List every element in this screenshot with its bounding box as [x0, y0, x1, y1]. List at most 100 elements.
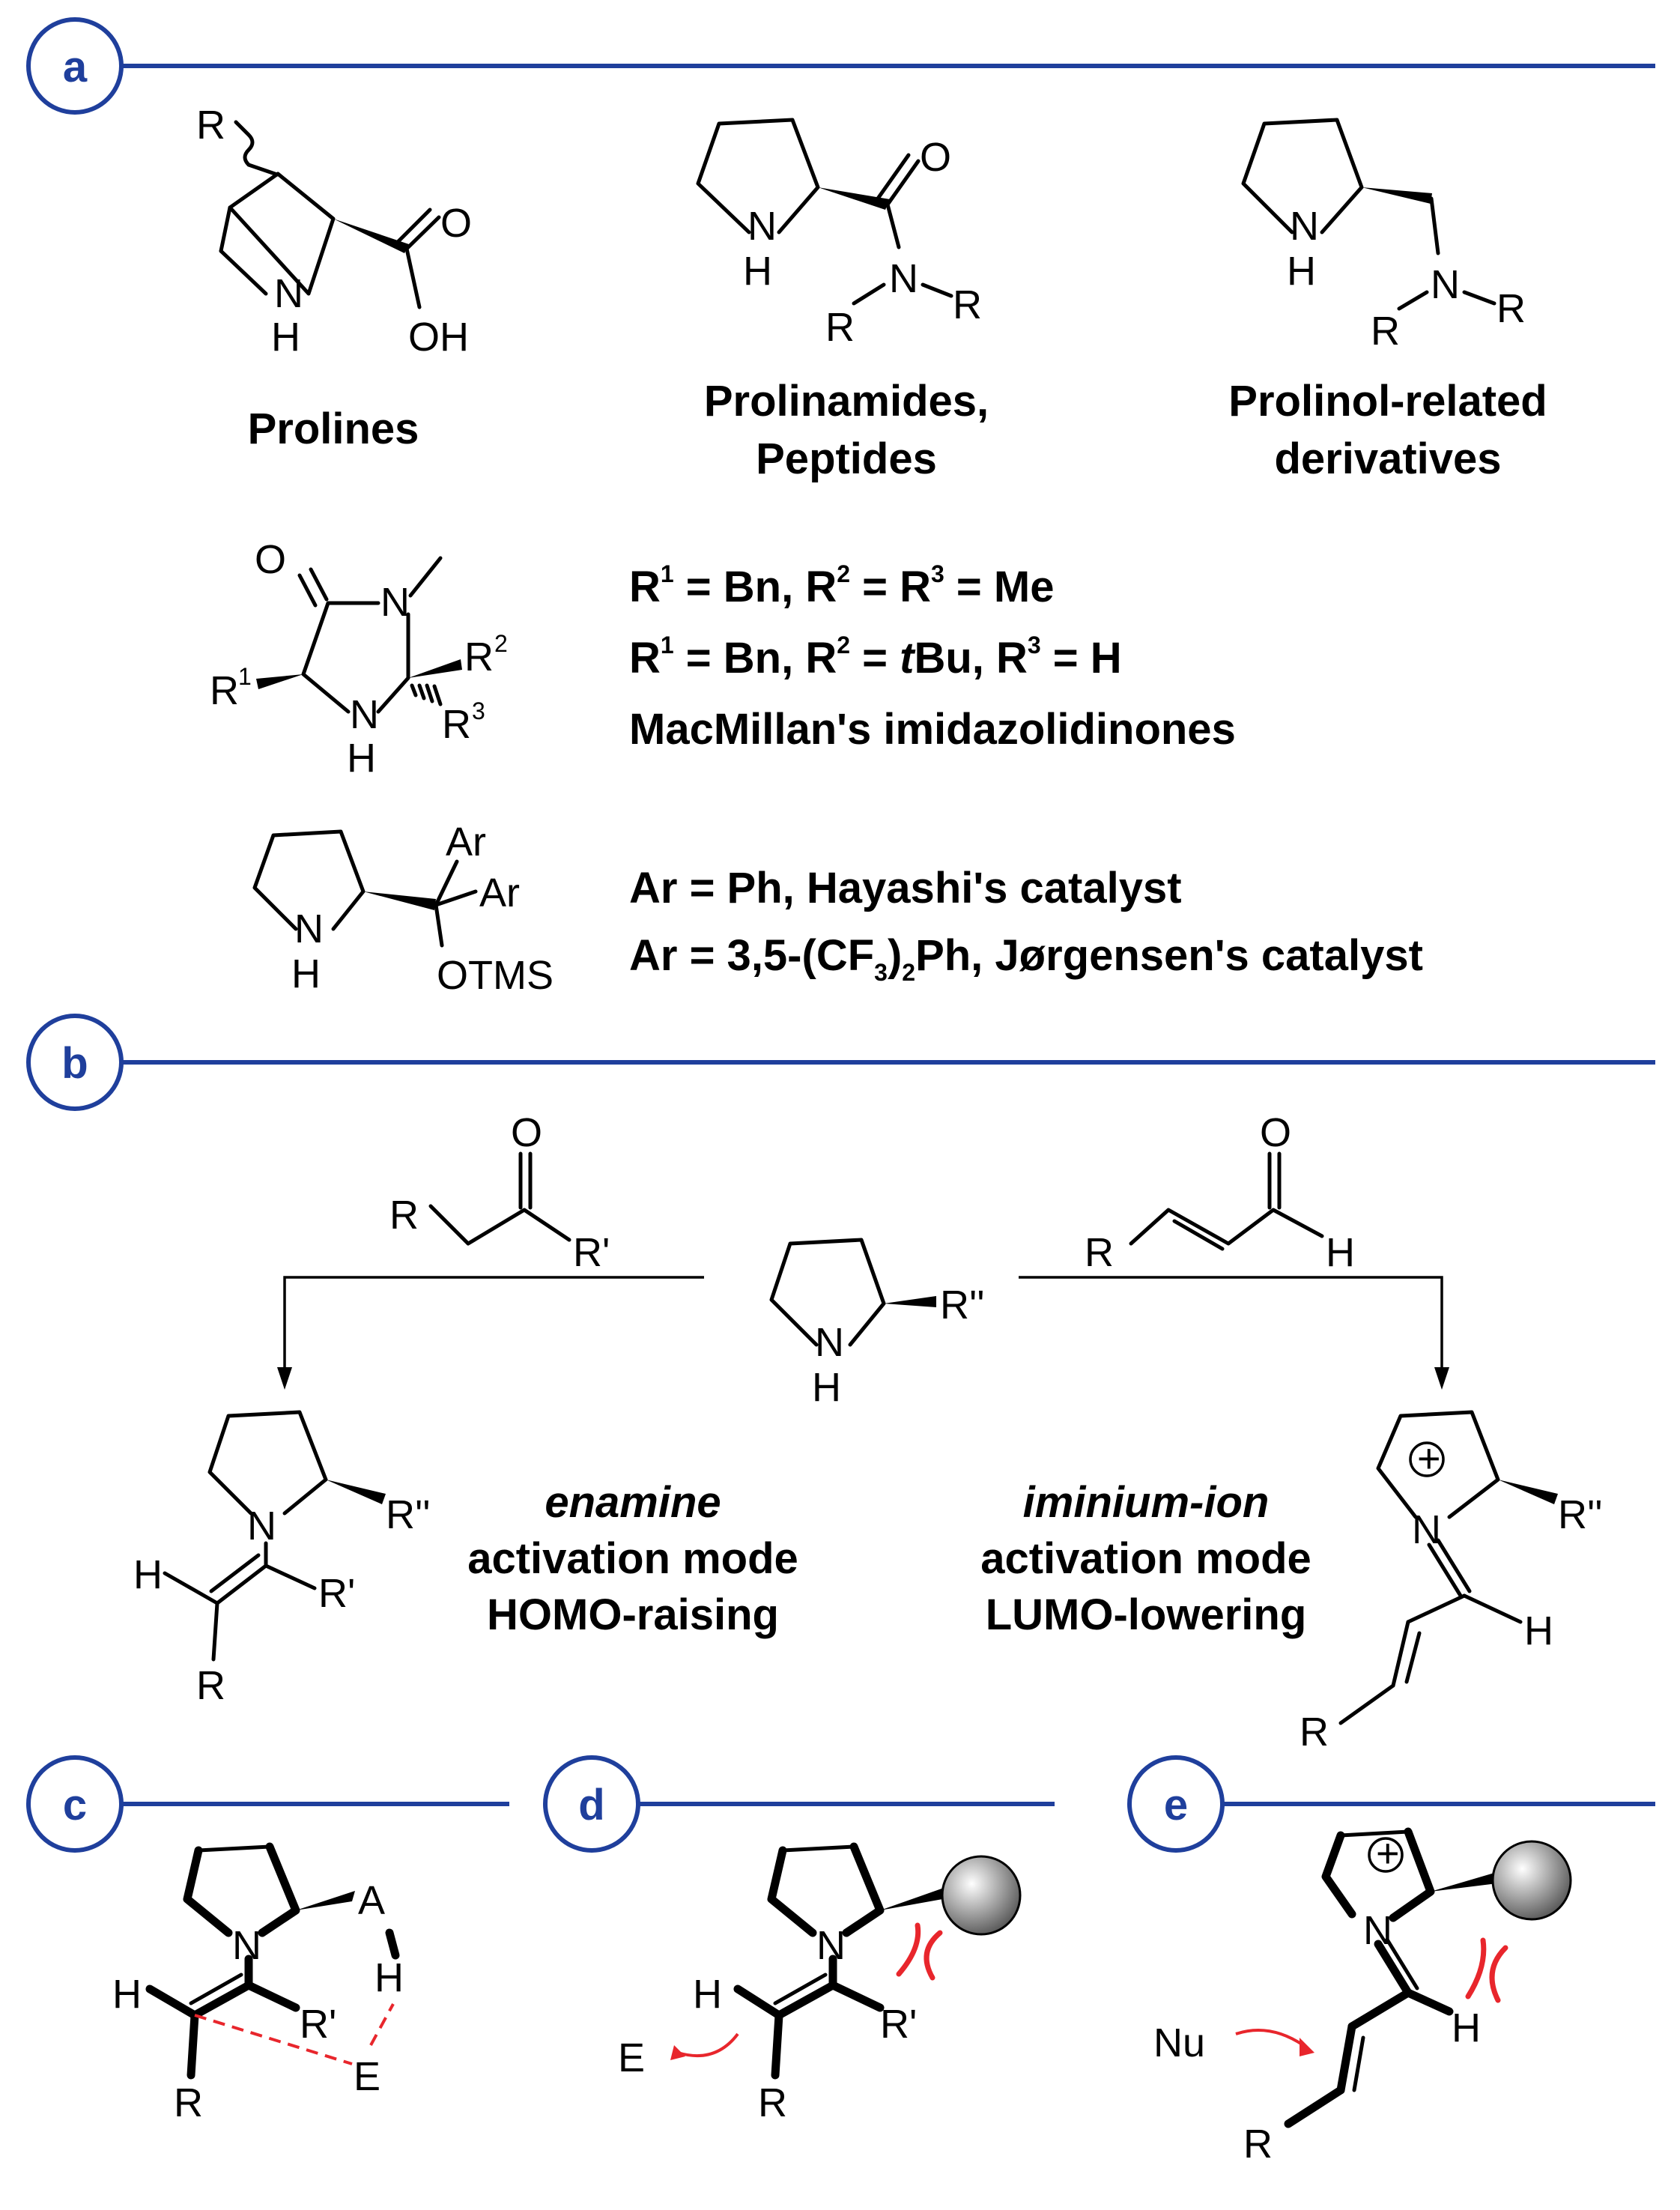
- macmillan-line-2: R1 = Bn, R2 = tBu, R3 = H: [629, 632, 1122, 682]
- enamine-caption-3: HOMO-raising: [487, 1590, 779, 1639]
- panel-e-transition-state: + N H Nu R: [1153, 1827, 1572, 2167]
- ts-c-n: N: [232, 1923, 261, 1968]
- arrow-head-enamine: [277, 1367, 292, 1390]
- panel-e-badge-circle: [1127, 1755, 1225, 1853]
- panel-e-badge: e: [1164, 1781, 1188, 1829]
- iminium-h: H: [1524, 1608, 1553, 1653]
- prolinol-r1: R: [1496, 286, 1526, 331]
- macmillan-line-1: R1 = Bn, R2 = R3 = Me: [629, 560, 1054, 611]
- prolines-caption: Prolines: [248, 405, 419, 453]
- imid-r3: R: [442, 702, 471, 747]
- prolinamides-caption-1: Prolinamides,: [704, 377, 989, 426]
- ts-d-e: E: [618, 2035, 645, 2080]
- reaction-arrows: [277, 1276, 1449, 1390]
- proline-o: O: [440, 201, 472, 246]
- enamine-rpp: R'': [386, 1492, 431, 1537]
- imid-h: H: [347, 736, 376, 781]
- hay-ar2: Ar: [479, 871, 520, 915]
- ts-e-r: R: [1243, 2122, 1273, 2167]
- iminium-charge-circle: [1409, 1441, 1445, 1477]
- iminium-caption: iminium-ion activation mode LUMO-lowerin…: [980, 1478, 1311, 1639]
- steric-bulk-sphere-d: [941, 1855, 1022, 1936]
- panel-a-badge-circle: [26, 17, 124, 115]
- iminium-plus: +: [1417, 1436, 1441, 1481]
- enal-reagent: R O H: [1085, 1110, 1355, 1275]
- proline-r: R: [196, 103, 225, 148]
- steric-clash-d-2: [924, 1930, 943, 1981]
- ts-c-h-acid: H: [374, 1955, 404, 2000]
- prolinol-caption-2: derivatives: [1274, 435, 1501, 483]
- arrow-to-iminium: [1019, 1276, 1443, 1371]
- panel-c-badge: c: [63, 1781, 87, 1829]
- prolinol-r2: R: [1371, 309, 1400, 354]
- imid-r1: R: [210, 668, 239, 713]
- electrophile-arrow: [677, 2032, 739, 2058]
- hay-otms: OTMS: [437, 953, 554, 998]
- panel-b-badge-circle: [26, 1014, 124, 1111]
- jorgensen-line: Ar = 3,5-(CF3)2Ph, Jørgensen's catalyst: [629, 931, 1423, 986]
- imid-o: O: [255, 537, 286, 582]
- proline-structure: R N H O OH Prolines: [196, 103, 472, 453]
- prolinol-structure: N H N R R Prolinol-related derivatives: [1228, 118, 1547, 483]
- ts-e-plus: +: [1376, 1831, 1400, 1876]
- ts-d-rp: R': [880, 2002, 917, 2047]
- prolinamide-amide-n: N: [889, 256, 918, 301]
- steric-clash-e-1: [1465, 1937, 1487, 1999]
- catalyst-h: H: [812, 1365, 841, 1410]
- catalyst-rpp: R'': [940, 1283, 985, 1327]
- iminium-r: R: [1300, 1710, 1329, 1755]
- enal-r: R: [1085, 1230, 1114, 1275]
- enamine-caption-1: enamine: [545, 1478, 721, 1527]
- panel-c-header: c: [26, 1755, 509, 1853]
- imid-r3-sup: 3: [472, 697, 485, 724]
- panel-a-header: a: [26, 17, 1655, 115]
- prolinamide-structure: N H O N R R Prolinamides, Peptides: [696, 118, 989, 483]
- iminium-rpp: R'': [1558, 1492, 1603, 1537]
- diarylprolinol-structure: N H Ar Ar OTMS Ar = Ph, Hayashi's cataly…: [252, 820, 1423, 998]
- ts-e-nu: Nu: [1153, 2020, 1205, 2065]
- hay-ar1: Ar: [446, 820, 486, 865]
- panel-c-badge-circle: [26, 1755, 124, 1853]
- ketone-o: O: [511, 1110, 542, 1155]
- prolinol-caption-1: Prolinol-related: [1228, 377, 1547, 426]
- ts-c-h: H: [112, 1972, 142, 2017]
- ts-e-charge-circle: [1368, 1837, 1404, 1873]
- imidazolidinone-structure: O N N H R 1 R 2 R 3 R1 = Bn, R2 = R3 = M…: [210, 537, 1236, 781]
- panel-d-badge: d: [578, 1781, 604, 1829]
- enamine-caption: enamine activation mode HOMO-raising: [467, 1478, 798, 1639]
- catalyst-n: N: [815, 1320, 844, 1365]
- arrow-to-enamine: [283, 1276, 704, 1371]
- imid-n-bottom: N: [350, 692, 379, 737]
- enamine-n: N: [247, 1504, 276, 1548]
- panel-d-transition-state: N H R' E R: [618, 1842, 1022, 2125]
- proline-n: N: [274, 271, 303, 316]
- imid-r2-sup: 2: [494, 630, 508, 657]
- iminium-product: + N R'' H R: [1300, 1410, 1603, 1755]
- imid-n-top: N: [380, 580, 410, 625]
- enamine-rp: R': [318, 1571, 355, 1616]
- prolinamide-o: O: [920, 135, 951, 180]
- prolinol-h: H: [1287, 249, 1316, 294]
- ts-c-e: E: [354, 2054, 380, 2099]
- prolinamide-r2: R: [825, 305, 855, 350]
- ts-d-h: H: [693, 1972, 722, 2017]
- prolinamide-h: H: [743, 249, 772, 294]
- iminium-caption-3: LUMO-lowering: [986, 1590, 1307, 1639]
- macmillan-name: MacMillan's imidazolidinones: [629, 705, 1236, 754]
- prolinamides-caption-2: Peptides: [756, 435, 937, 483]
- ts-c-a: A: [358, 1878, 385, 1923]
- panel-d-badge-circle: [543, 1755, 640, 1853]
- steric-bulk-sphere-e: [1491, 1840, 1572, 1921]
- hayashi-line: Ar = Ph, Hayashi's catalyst: [629, 864, 1182, 912]
- ketone-r: R: [389, 1193, 419, 1238]
- prolinamide-n: N: [747, 204, 777, 249]
- panel-b-header: b: [26, 1014, 1655, 1111]
- steric-clash-d-1: [896, 1922, 921, 1977]
- central-catalyst: N H R'': [769, 1238, 985, 1410]
- panel-b-badge: b: [61, 1039, 88, 1088]
- enamine-caption-2: activation mode: [467, 1534, 798, 1583]
- iminium-n: N: [1412, 1507, 1441, 1552]
- panel-d-header: d: [543, 1755, 1055, 1853]
- prolinamide-r1: R: [953, 282, 982, 327]
